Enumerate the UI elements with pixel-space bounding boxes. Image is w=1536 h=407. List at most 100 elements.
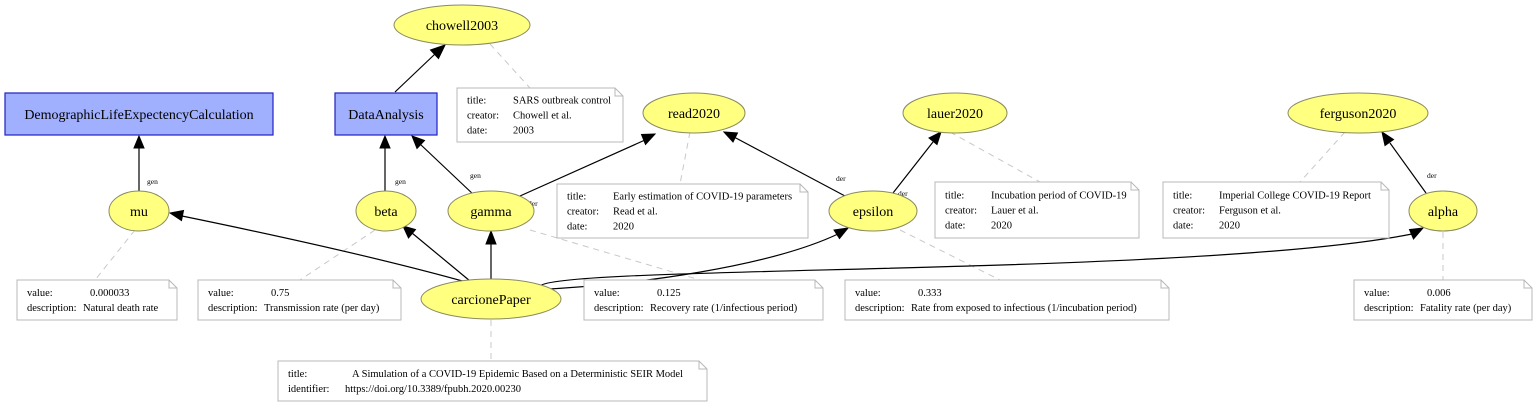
entity-ellipse — [1408, 190, 1478, 232]
arrow-head — [411, 135, 426, 150]
edge-label-gen-beta: gen — [395, 177, 406, 186]
edge-carcione-mu — [181, 215, 467, 283]
entity-read2020[interactable]: read2020 — [642, 92, 746, 134]
notes-layer: title: SARS outbreak control creator: Chowe… — [16, 87, 1533, 402]
entity-label: chowell2003 — [426, 19, 498, 34]
note-value: Chowell et al. — [513, 111, 572, 122]
note-value: Fatality rate (per day) — [1420, 303, 1512, 314]
arrow-head — [1408, 227, 1425, 240]
note-fold — [698, 361, 707, 370]
arrow-head — [928, 131, 942, 146]
note-box — [456, 87, 624, 143]
note-key: title: — [945, 191, 964, 202]
note-lauer: title:Incubation period of COVID-19creat… — [934, 181, 1140, 239]
edge-label-der-alpha: der — [1427, 171, 1437, 180]
entity-epsilon[interactable]: epsilon — [828, 190, 918, 232]
entity-label: beta — [374, 205, 398, 220]
note-value: 0.75 — [271, 288, 289, 299]
note-link-gamma — [529, 229, 701, 281]
note-link-ferguson — [1299, 131, 1346, 183]
note-value: Rate from exposed to infectious (1/incub… — [911, 303, 1137, 314]
entity-alpha[interactable]: alpha — [1408, 190, 1478, 232]
activity-label: DemographicLifeExpectencyCalculation — [24, 108, 253, 123]
entity-ellipse — [355, 190, 417, 232]
note-key: date: — [567, 222, 587, 233]
entity-ellipse — [828, 190, 918, 232]
entity-mu[interactable]: mu — [108, 190, 170, 232]
note-link-chowell — [489, 43, 531, 89]
note-key: value: — [855, 288, 881, 299]
note-fold — [1130, 182, 1139, 191]
activity-box — [334, 92, 438, 136]
note-value: Transmission rate (per day) — [264, 303, 380, 314]
arrow-head — [168, 209, 185, 222]
note-read: title:Early estimation of COVID-19 param… — [556, 183, 809, 239]
note-fold — [1160, 280, 1169, 289]
note-key: identifier: — [288, 384, 329, 395]
note-key: creator: — [1173, 206, 1205, 217]
edge-label-der-epsilon-read: der — [836, 174, 846, 183]
note-box — [844, 279, 1170, 321]
note-box — [277, 360, 708, 402]
note-link-beta — [299, 229, 376, 281]
note-key: title: — [567, 192, 586, 203]
edge-carcione-beta — [411, 232, 471, 282]
note-key: title: — [467, 96, 486, 107]
edge-use — [394, 53, 436, 93]
entity-lauer2020[interactable]: lauer2020 — [902, 92, 1008, 134]
note-box — [1353, 279, 1533, 321]
note-key: date: — [1173, 221, 1193, 232]
activity-demographic[interactable]: DemographicLifeExpectencyCalculation — [4, 92, 274, 136]
entity-ferguson2020[interactable]: ferguson2020 — [1287, 92, 1429, 134]
edge-gen-gamma — [419, 143, 476, 197]
note-key: value: — [1364, 288, 1390, 299]
edge-der-epsilon-lauer — [892, 141, 934, 194]
entity-gamma[interactable]: gamma — [447, 190, 535, 232]
note-link-read — [679, 131, 691, 185]
note-key: title: — [288, 369, 307, 380]
note-key: description: — [27, 303, 77, 314]
note-link-lauer — [949, 131, 1041, 183]
note-key: description: — [594, 303, 644, 314]
edge-label-der-epsilon-lauer: der — [898, 189, 908, 198]
entity-carcione-paper[interactable]: carcionePaper — [420, 278, 562, 320]
note-box — [934, 181, 1140, 239]
edge-der-gamma — [519, 139, 646, 197]
arrow-head — [379, 134, 391, 149]
note-value: Read et al. — [613, 207, 658, 218]
edges — [133, 44, 1427, 291]
entity-ellipse — [642, 92, 746, 134]
note-connectors — [94, 43, 1444, 360]
note-fold — [799, 184, 808, 193]
note-key: value: — [594, 288, 620, 299]
note-key: description: — [208, 303, 258, 314]
note-key: creator: — [945, 206, 977, 217]
entity-chowell2003[interactable]: chowell2003 — [393, 4, 531, 46]
note-key: description: — [1364, 303, 1414, 314]
note-fold — [168, 280, 177, 289]
note-fold — [1523, 280, 1532, 289]
entity-label: carcionePaper — [451, 293, 531, 308]
entity-label: read2020 — [668, 107, 720, 122]
note-link-mu — [94, 229, 136, 281]
note-link-epsilon — [899, 229, 1001, 281]
note-carcione: title:A Simulation of a COVID-19 Epidemi… — [277, 360, 708, 402]
arrow-head — [640, 133, 657, 146]
entity-beta[interactable]: beta — [355, 190, 417, 232]
arrow-head — [722, 131, 739, 143]
entity-label: alpha — [1428, 205, 1459, 220]
note-box — [16, 279, 178, 321]
activity-data-analysis[interactable]: DataAnalysis — [334, 92, 438, 136]
note-box — [197, 279, 402, 321]
note-value: 0.125 — [657, 288, 681, 299]
entity-ellipse — [447, 190, 535, 232]
note-value: Lauer et al. — [991, 206, 1039, 217]
note-key: value: — [27, 288, 53, 299]
note-key: date: — [945, 221, 965, 232]
edge-der-epsilon-read — [733, 136, 846, 197]
note-fold — [392, 280, 401, 289]
entity-ellipse — [1287, 92, 1429, 134]
note-value: SARS outbreak control — [513, 96, 611, 107]
